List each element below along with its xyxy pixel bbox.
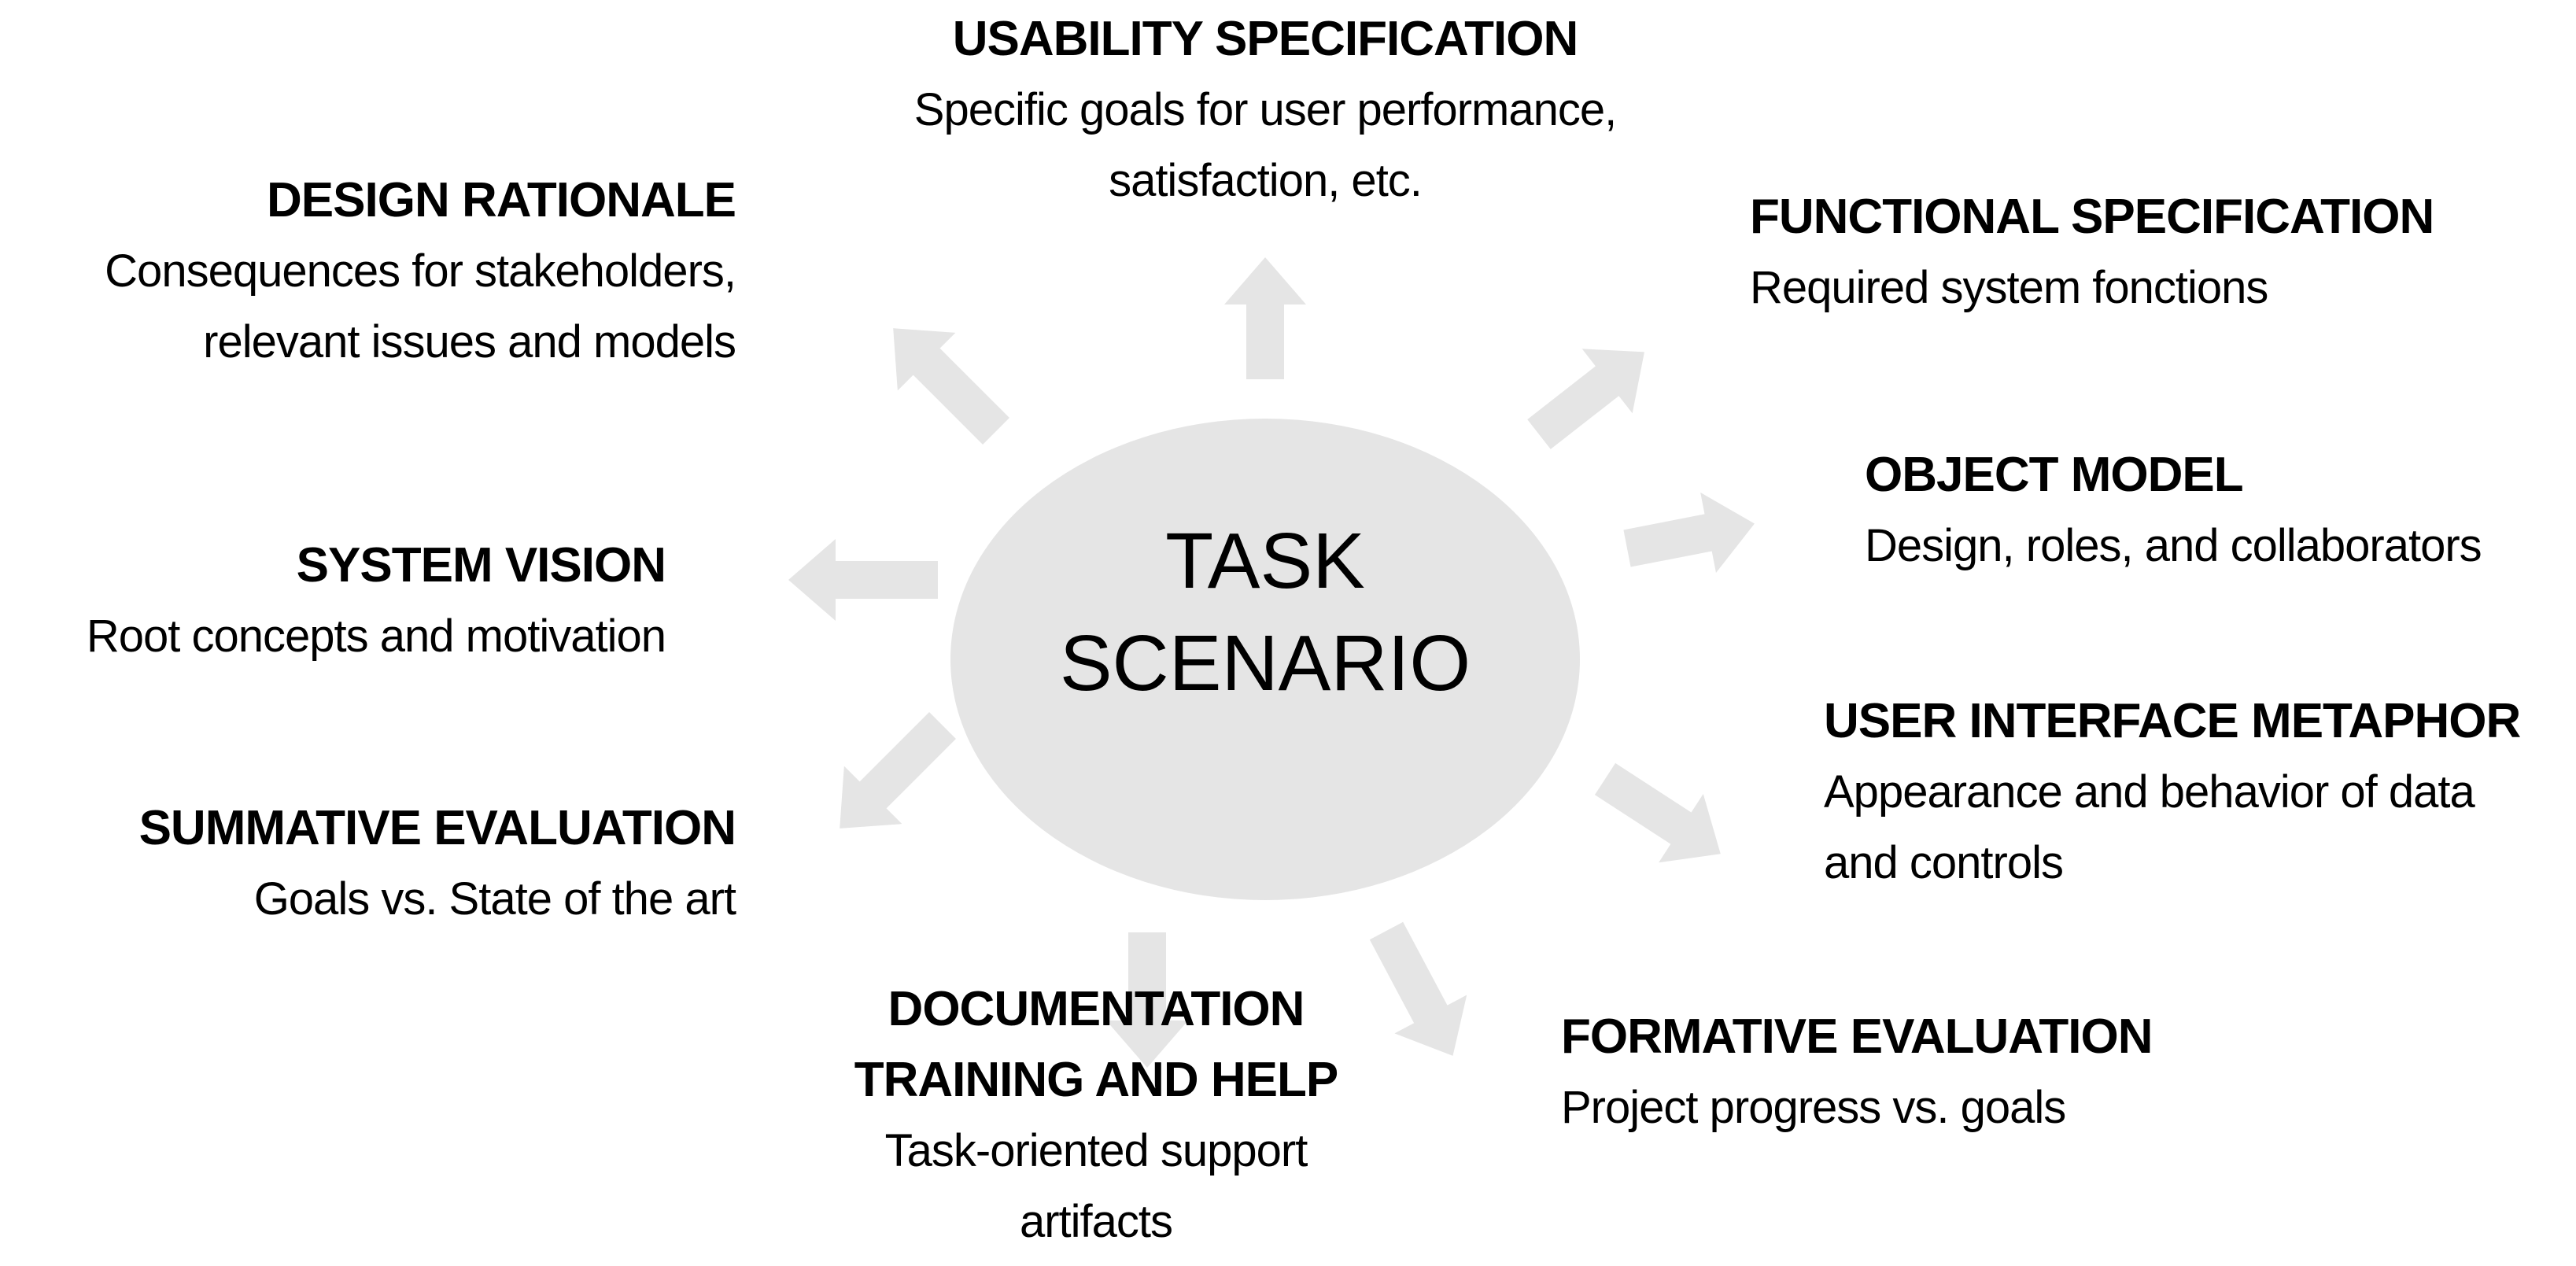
node-desc-line: Design, roles, and collaborators bbox=[1865, 520, 2482, 571]
node-title: DESIGN RATIONALE bbox=[267, 173, 736, 227]
arrow-left-icon bbox=[788, 539, 938, 621]
node-title: SUMMATIVE EVALUATION bbox=[138, 801, 736, 855]
node-formative-evaluation: FORMATIVE EVALUATION Project progress vs… bbox=[1561, 1002, 2153, 1143]
node-documentation-training-and-help: DOCUMENTATION TRAINING AND HELP Task-ori… bbox=[854, 974, 1338, 1257]
center-label-line2: SCENARIO bbox=[1059, 619, 1471, 707]
node-desc-line: Root concepts and motivation bbox=[86, 611, 666, 662]
node-desc-line: and controls bbox=[1824, 837, 2064, 888]
arrow-right-down-icon bbox=[1594, 762, 1721, 863]
node-usability-specification: USABILITY SPECIFICATION Specific goals f… bbox=[913, 4, 1617, 216]
node-functional-specification: FUNCTIONAL SPECIFICATION Required system… bbox=[1750, 182, 2434, 323]
arrow-up-icon bbox=[1224, 257, 1306, 379]
node-desc-line: Specific goals for user performance, bbox=[913, 84, 1617, 135]
node-desc-line: Goals vs. State of the art bbox=[253, 873, 736, 925]
node-desc-line: artifacts bbox=[1019, 1196, 1173, 1247]
node-title: SYSTEM VISION bbox=[296, 538, 666, 592]
node-title: DOCUMENTATION bbox=[888, 982, 1305, 1036]
arrow-down-right-icon bbox=[1369, 921, 1467, 1056]
node-summative-evaluation: SUMMATIVE EVALUATION Goals vs. State of … bbox=[139, 793, 736, 935]
node-desc-line: Task-oriented support bbox=[884, 1125, 1308, 1176]
node-system-vision: SYSTEM VISION Root concepts and motivati… bbox=[87, 530, 666, 672]
node-title: OBJECT MODEL bbox=[1865, 448, 2244, 502]
center-label-line1: TASK bbox=[1165, 517, 1365, 605]
node-desc-line: satisfaction, etc. bbox=[1109, 155, 1423, 206]
arrow-up-right-icon bbox=[1527, 349, 1644, 449]
center-label: TASK SCENARIO bbox=[1060, 510, 1471, 714]
node-desc-line: Consequences for stakeholders, bbox=[105, 245, 736, 297]
node-title: USABILITY SPECIFICATION bbox=[952, 12, 1579, 66]
node-desc-line: relevant issues and models bbox=[203, 316, 736, 367]
node-title: TRAINING AND HELP bbox=[854, 1053, 1338, 1107]
arrow-up-left-icon bbox=[893, 328, 1009, 445]
node-desc-line: Required system fonctions bbox=[1750, 262, 2268, 313]
node-user-interface-metaphor: USER INTERFACE METAPHOR Appearance and b… bbox=[1824, 686, 2521, 899]
node-desc-line: Appearance and behavior of data bbox=[1824, 766, 2475, 818]
arrow-down-left-icon bbox=[840, 712, 956, 829]
node-title: FORMATIVE EVALUATION bbox=[1561, 1009, 2153, 1064]
node-title: USER INTERFACE METAPHOR bbox=[1824, 694, 2521, 748]
arrow-right-icon bbox=[1623, 492, 1755, 574]
node-desc-line: Project progress vs. goals bbox=[1561, 1082, 2066, 1133]
node-design-rationale: DESIGN RATIONALE Consequences for stakeh… bbox=[105, 165, 736, 378]
node-title: FUNCTIONAL SPECIFICATION bbox=[1750, 190, 2434, 244]
node-object-model: OBJECT MODEL Design, roles, and collabor… bbox=[1865, 440, 2482, 581]
arrow-down-icon bbox=[1106, 932, 1188, 1068]
task-scenario-ellipse: TASK SCENARIO bbox=[950, 419, 1580, 900]
